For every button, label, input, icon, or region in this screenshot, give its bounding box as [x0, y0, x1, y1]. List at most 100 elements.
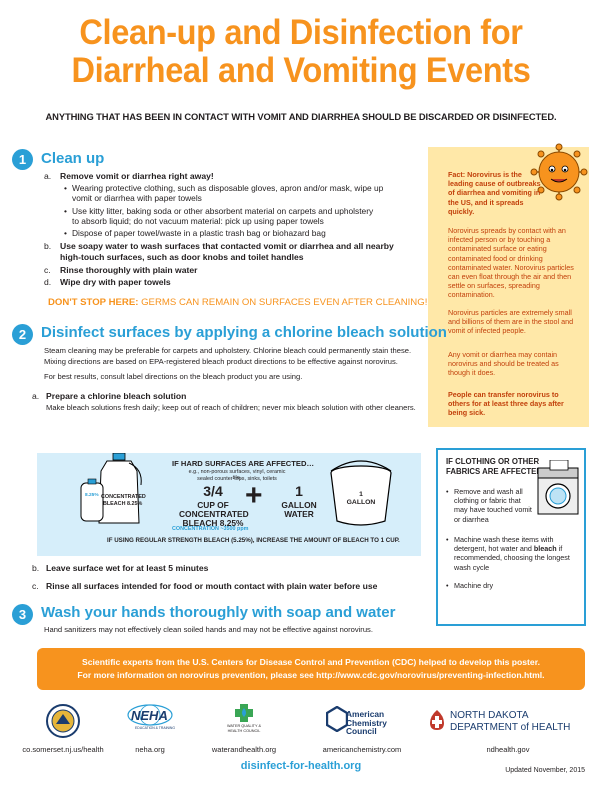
title-line-1: Clean-up and Disinfection for: [79, 13, 523, 52]
neha-name: NEHA: [131, 708, 168, 723]
acc-hexagon-icon: [326, 706, 348, 732]
step-2c-text: Rinse all surfaces intended for food or …: [46, 581, 378, 591]
clothing-bullet-2: Machine wash these items with detergent,…: [446, 535, 578, 572]
neha-link[interactable]: neha.org: [135, 745, 165, 754]
nd-line-1: NORTH DAKOTA: [450, 710, 529, 721]
clothing-heading: IF CLOTHING OR OTHER FABRICS ARE AFFECTE…: [446, 457, 550, 476]
bottle-label-2: BLEACH 8.25%: [103, 501, 143, 507]
washing-machine-icon: [537, 460, 579, 515]
bleach-amount-line-3: BLEACH 8.25%: [182, 518, 244, 528]
clothing-bullet-3: Machine dry: [446, 581, 493, 592]
clothing-fabrics-box: IF CLOTHING OR OTHER FABRICS ARE AFFECTE…: [436, 448, 586, 626]
clothing-heading-line-1: IF CLOTHING OR OTHER: [446, 457, 540, 466]
website-link[interactable]: disinfect-for-health.org: [240, 760, 362, 772]
dont-stop-warning: DON'T STOP HERE: GERMS CAN REMAIN ON SUR…: [48, 297, 427, 308]
updated-date: Updated November, 2015: [505, 767, 585, 774]
water-drop-plus-icon: [235, 704, 253, 722]
nd-logo-text: NORTH DAKOTA DEPARTMENT of HEALTH: [450, 710, 570, 734]
poster-title: Clean-up and Disinfection for Diarrheal …: [21, 14, 581, 90]
sidebar-paragraph-2: Norovirus particles are extremely small …: [448, 308, 574, 336]
step-1a-bullet-1-cont: vomit or diarrhea with paper towels: [72, 193, 202, 203]
regular-bleach-note: IF USING REGULAR STRENGTH BLEACH (5.25%)…: [107, 537, 400, 544]
clothing-bullet-2-a: Machine wash these items with detergent,…: [454, 535, 554, 554]
concentration: CONCENTRATION ~3500 ppm: [172, 526, 249, 532]
wqhc-line-1: WATER QUALITY &: [226, 724, 262, 728]
bucket-label: 1 GALLON: [345, 491, 377, 507]
bleach-amount-line-2: CONCENTRATED: [179, 509, 249, 519]
bottle-label-1: CONCENTRATED: [101, 494, 146, 500]
step-1a-text: Remove vomit or diarrhea right away!: [60, 171, 214, 181]
norovirus-icon: [530, 143, 588, 201]
dont-stop-label: DON'T STOP HERE:: [48, 297, 139, 308]
acc-link[interactable]: americanchemistry.com: [322, 745, 402, 754]
step-2b-letter: b.: [32, 563, 40, 573]
banner-line-2: For more information on norovirus preven…: [77, 670, 545, 680]
water-line-2: WATER: [284, 509, 314, 519]
step-2c-letter: c.: [32, 581, 39, 591]
step-1c-text: Rinse thoroughly with plain water: [60, 265, 198, 275]
step-1a-letter: a.: [44, 171, 52, 181]
step-3-text: Hand sanitizers may not effectively clea…: [44, 625, 373, 634]
acc-line-1: American: [346, 709, 385, 719]
step-1a-bullet-1: Wearing protective clothing, such as dis…: [64, 183, 383, 194]
clothing-heading-line-2: FABRICS ARE AFFECTED…: [446, 466, 550, 476]
banner-line-1: Scientific experts from the U.S. Centers…: [82, 657, 540, 667]
step-1a-bullet-2: Use kitty litter, baking soda or other a…: [64, 206, 373, 217]
bucket-line-1: 1: [359, 491, 363, 498]
cdc-banner: Scientific experts from the U.S. Centers…: [37, 648, 585, 690]
neha-logo: NEHA EDUCATION & TRAINING: [125, 704, 175, 734]
step-1a-bullet-2-cont: to absorb liquid; do not vacuum material…: [72, 216, 324, 226]
wqhc-line-2: HEALTH COUNCIL: [227, 728, 261, 733]
bleach-box-heading: IF HARD SURFACES ARE AFFECTED…: [172, 459, 315, 468]
bleach-box-examples-1: e.g., non-porous surfaces, vinyl, cerami…: [188, 469, 286, 481]
bleach-recipe-box: IF HARD SURFACES ARE AFFECTED… e.g., non…: [37, 453, 421, 556]
step-1c-letter: c.: [44, 265, 51, 275]
acc-line-3: Council: [346, 726, 377, 737]
subtitle: ANYTHING THAT HAS BEEN IN CONTACT WITH V…: [45, 111, 557, 122]
acc-line-2: Chemistry: [346, 717, 387, 728]
step-2a-text: Prepare a chlorine bleach solution: [46, 391, 187, 401]
step-2-title: Disinfect surfaces by applying a chlorin…: [41, 324, 447, 341]
step-2-number: 2: [12, 324, 33, 345]
norovirus-facts-sidebar: Fact: Norovirus is the leading cause of …: [428, 143, 589, 427]
bucket-icon: [330, 460, 392, 526]
step-1b-text-2: high-touch surfaces, such as door knobs …: [60, 252, 304, 262]
water-amount: 1: [295, 483, 303, 499]
bleach-box-examples-2: sealed counter-tops, sinks, toilets: [197, 476, 277, 482]
bottle-top-label: 8.25%: [85, 493, 99, 498]
nd-health-icon: [430, 710, 444, 730]
step-2-intro-1: Steam cleaning may be preferable for car…: [44, 346, 412, 355]
plus-sign: +: [245, 479, 263, 512]
step-1-number: 1: [12, 149, 33, 170]
water-line-1: GALLON: [281, 500, 317, 510]
somerset-seal-logo: [46, 704, 80, 738]
step-2b-text: Leave surface wet for at least 5 minutes: [46, 563, 209, 573]
nd-line-2: DEPARTMENT of HEALTH: [450, 722, 571, 733]
norovirus-fact: Fact: Norovirus is the leading cause of …: [448, 170, 541, 216]
wqhc-link[interactable]: waterandhealth.org: [211, 745, 277, 754]
neha-tagline: EDUCATION & TRAINING: [135, 726, 175, 730]
bucket-line-2: GALLON: [346, 499, 376, 506]
clothing-bullet-2-bleach: bleach: [533, 544, 557, 554]
sidebar-paragraph-4: People can transfer norovirus to others …: [448, 390, 564, 418]
acc-logo-text: American Chemistry Council: [346, 710, 387, 736]
neha-globe-icon: [127, 704, 173, 726]
bleach-amount-label: CUP OF CONCENTRATED BLEACH 8.25%: [179, 500, 249, 528]
somerset-link[interactable]: co.somerset.nj.us/health: [22, 745, 104, 754]
step-2-intro-3: For best results, consult label directio…: [44, 372, 303, 381]
step-1-title: Clean up: [41, 150, 105, 167]
clothing-bullet-1: Remove and wash all clothing or fabric t…: [446, 487, 532, 524]
title-line-2: Diarrheal and Vomiting Events: [71, 51, 531, 90]
step-1d-letter: d.: [44, 277, 52, 287]
step-3-number: 3: [12, 604, 33, 625]
wqhc-logo-text: WATER QUALITY & HEALTH COUNCIL: [222, 724, 266, 733]
nd-link[interactable]: ndhealth.gov: [486, 745, 530, 754]
step-2a-letter: a.: [32, 391, 40, 401]
step-2-intro-2: Mixing directions are based on EPA-regis…: [44, 357, 398, 366]
dont-stop-text: GERMS CAN REMAIN ON SURFACES EVEN AFTER …: [141, 297, 428, 308]
step-2a-subtext: Make bleach solutions fresh daily; keep …: [46, 403, 416, 412]
step-1d-text: Wipe dry with paper towels: [60, 277, 171, 287]
water-amount-label: GALLON WATER: [273, 501, 325, 519]
bleach-amount: 3/4: [203, 483, 223, 499]
bleach-amount-line-1: CUP OF: [197, 500, 229, 510]
